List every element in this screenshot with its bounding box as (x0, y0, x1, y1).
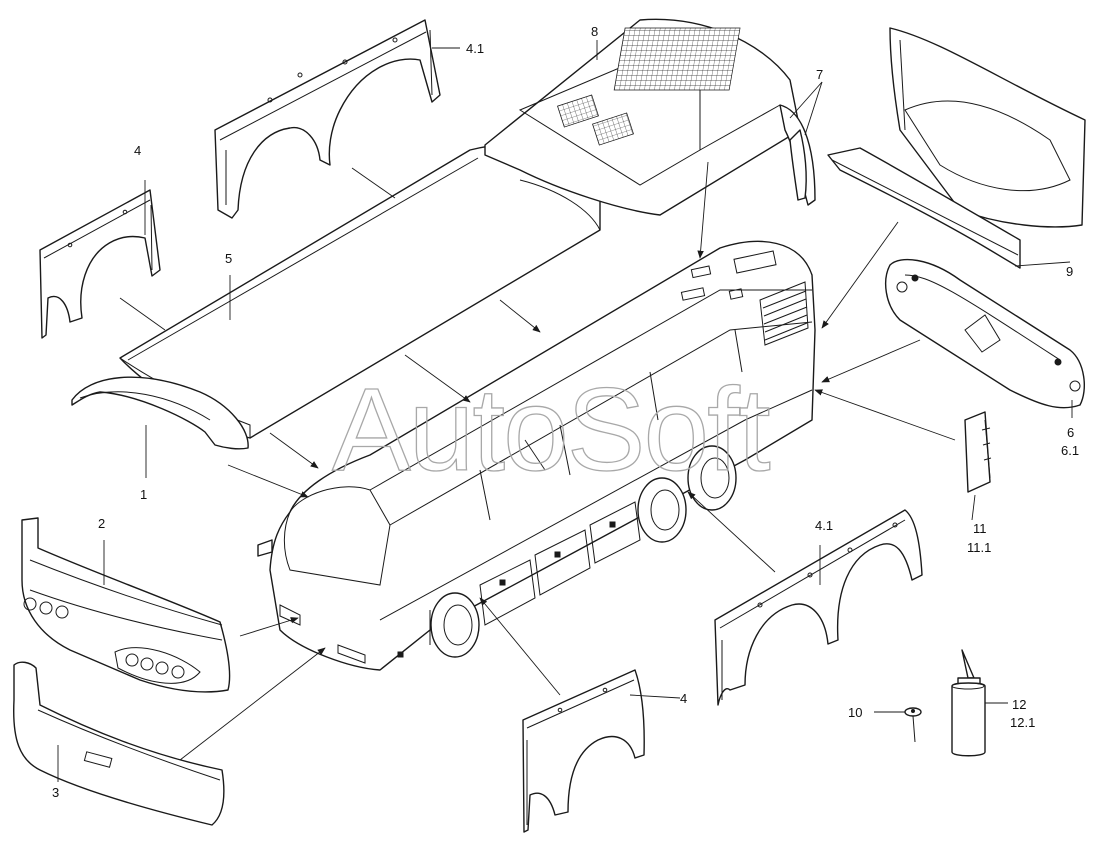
front-bumper-upper (21, 517, 231, 693)
callout-6-1: 6.1 (1061, 443, 1079, 458)
callout-4-1-bottom: 4.1 (815, 518, 833, 533)
rear-lamp-housing (884, 258, 1085, 409)
fog-lamp-cluster-right (114, 647, 201, 684)
callout-4-top: 4 (134, 143, 141, 158)
callout-labels: 4.1 8 7 4 5 9 1 6 6.1 2 11 11.1 4.1 4 10… (52, 24, 1079, 800)
rear-roof-ac-unit (484, 18, 801, 216)
rear-side-panel (827, 27, 1086, 269)
front-wheel (430, 592, 480, 658)
callout-6: 6 (1067, 425, 1074, 440)
sealant-cartridge (951, 649, 986, 757)
front-roof-cap (71, 376, 249, 450)
callout-12-1: 12.1 (1010, 715, 1035, 730)
rear-engine-grille (759, 281, 809, 346)
callout-10: 10 (848, 705, 862, 720)
rear-wheel-arch-panel-top (214, 19, 441, 219)
callout-11-1: 11.1 (967, 540, 991, 555)
callout-2: 2 (98, 516, 105, 531)
front-wheel-arch-panel-bottom (522, 669, 645, 833)
rivet (904, 707, 922, 743)
callout-12: 12 (1012, 697, 1026, 712)
callout-9: 9 (1066, 264, 1073, 279)
leader-lines (57, 40, 1073, 782)
fog-lamp-cluster-left (23, 597, 69, 619)
callout-3: 3 (52, 785, 59, 800)
front-wheel-arch-panel-top (39, 189, 161, 339)
watermark-text: AutoSoft (332, 364, 770, 496)
vertical-trim-strip (964, 411, 992, 493)
callout-11: 11 (973, 521, 987, 536)
callout-4-bottom: 4 (680, 691, 687, 706)
bus-body (257, 240, 816, 671)
callout-7: 7 (816, 67, 823, 82)
front-bumper-lower (13, 661, 225, 826)
rear-roof-fairing (779, 104, 816, 206)
callout-8: 8 (591, 24, 598, 39)
rear-wheels (637, 445, 737, 543)
callout-5: 5 (225, 251, 232, 266)
rear-wheel-arch-panel-bottom (714, 509, 923, 706)
callout-4-1-top: 4.1 (466, 41, 484, 56)
callout-1: 1 (140, 487, 147, 502)
